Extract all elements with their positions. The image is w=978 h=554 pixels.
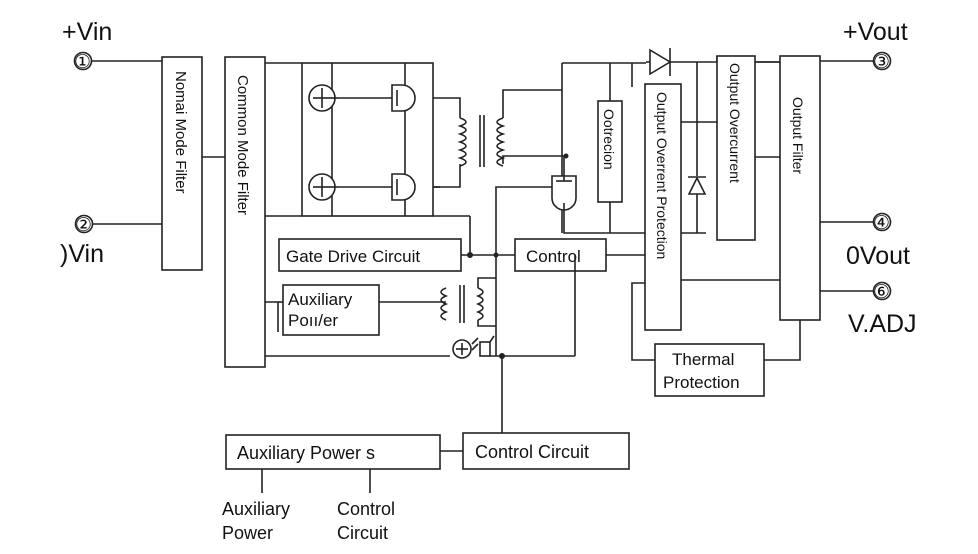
transistor-q4-symbol [391,173,416,201]
terminal-2-number: ② [75,215,92,236]
auxiliary-power-s-block [225,434,441,470]
terminal-6-number: ⑥ [873,282,890,303]
bridge-frame [301,62,434,217]
rectifier-diode-symbol [646,48,672,76]
output-filter-label: Output Filter [790,97,806,174]
output-overrent-protection-block [644,83,682,331]
aux-transformer-secondary [475,287,484,321]
normal-mode-filter-label: Nomai Mode Filter [172,71,189,194]
output-filter-block [779,55,821,321]
auxiliary-power-label-2: Poıı/er [288,311,338,330]
aux-transformer-primary [440,287,449,321]
transistor-q2-symbol [308,173,338,201]
terminal-1-circle [73,51,93,71]
control-label: Control [526,247,581,266]
auxiliary-power-s-label: Auxiliary Power s [237,443,375,463]
ootrecion-block [597,100,623,203]
terminal-2-circle [74,214,94,234]
common-mode-filter-label: Common Mode Filter [234,75,251,215]
gate-drive-circuit-block [278,238,462,272]
vout-zero-label: 0Vout [846,242,910,270]
transistor-q3-symbol [391,84,416,112]
footnote-control-1: Control [337,499,395,519]
ootrecion-label: Ootrecion [601,109,617,170]
control-circuit-label: Control Circuit [475,442,589,462]
output-overcurrent-label: Output Overcurrent [727,63,743,183]
transformer-secondary-coil [496,117,506,167]
vin-zero-label: )Vin [60,240,104,268]
thermal-protection-label-2: Protection [663,373,740,392]
terminal-3-number: ③ [873,52,890,73]
transistor-q1-symbol [308,84,338,112]
vin-plus-label: +Vin [62,18,112,46]
output-overrent-protection-label: Output Overrent Protection [654,92,670,259]
terminal-1-number: ① [74,52,91,73]
vout-plus-label: +Vout [843,18,908,46]
control-circuit-block [462,432,630,470]
auxiliary-power-label-1: Auxiliary [288,290,353,309]
vadj-label: V.ADJ [848,310,917,338]
freewheel-diode-symbol [687,176,707,195]
sync-fet-symbol [551,175,577,211]
output-overcurrent-block [716,55,756,241]
normal-mode-filter-block [161,56,203,271]
common-mode-filter-block [224,56,266,368]
terminal-4-number: ④ [873,213,890,234]
terminal-4-circle [872,212,892,232]
control-block [514,238,607,272]
thermal-protection-label-1: Thermal [672,350,734,369]
thermal-protection-block [654,343,765,397]
optocoupler-symbol [452,335,495,359]
auxiliary-power-block [282,284,380,336]
terminal-3-circle [872,51,892,71]
terminal-6-circle [872,281,892,301]
gate-drive-circuit-label: Gate Drive Circuit [286,247,420,266]
transformer-primary-coil [457,117,467,167]
footnote-control-2: Circuit [337,523,388,543]
footnote-auxiliary-1: Auxiliary [222,499,290,519]
footnote-auxiliary-2: Power [222,523,273,543]
